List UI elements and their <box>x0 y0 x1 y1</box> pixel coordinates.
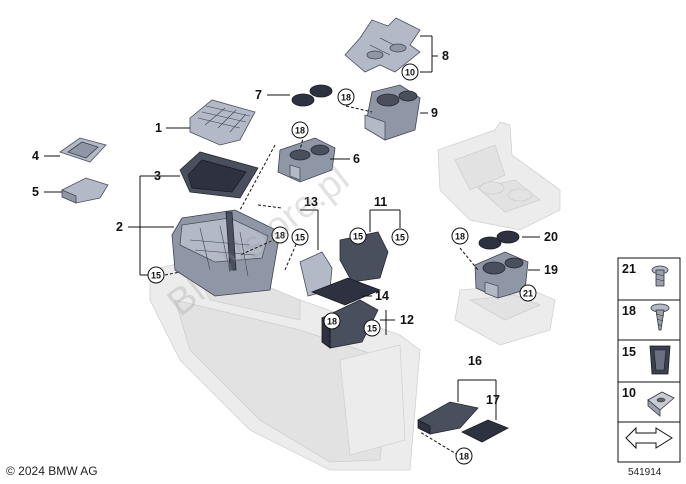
part-5-holder[interactable] <box>61 177 109 204</box>
svg-text:15: 15 <box>353 232 363 242</box>
part-7-cup-mats[interactable] <box>291 84 333 107</box>
center-trim-ghost <box>437 121 561 231</box>
clip-nut-icon <box>647 391 675 417</box>
callout-12: 12 <box>400 313 414 327</box>
part-4-mat[interactable] <box>59 137 107 163</box>
callout-7: 7 <box>255 88 262 102</box>
circle-callout-15-e: 15 <box>363 319 381 337</box>
callout-17: 17 <box>486 393 500 407</box>
part-11-side-panel[interactable] <box>339 231 389 283</box>
svg-text:18: 18 <box>327 317 337 327</box>
callout-labels: 1 2 3 4 5 6 7 8 9 11 12 13 14 16 17 19 2… <box>32 49 558 407</box>
legend-num-15: 15 <box>622 345 636 359</box>
fastener-legend: 21 18 15 10 <box>617 257 681 463</box>
svg-text:18: 18 <box>455 232 465 242</box>
part-2-console-carrier[interactable] <box>171 209 281 297</box>
part-3-storage-tray[interactable] <box>179 151 259 199</box>
circle-callout-21: 21 <box>519 284 537 302</box>
callout-16: 16 <box>468 354 482 368</box>
circle-callout-18-d: 18 <box>323 312 341 330</box>
circle-callout-18-a: 18 <box>337 88 355 106</box>
circle-callout-15-c: 15 <box>349 227 367 245</box>
callout-5: 5 <box>32 185 39 199</box>
legend-num-21: 21 <box>622 262 636 276</box>
svg-text:18: 18 <box>295 126 305 136</box>
callout-20: 20 <box>544 230 558 244</box>
copyright-text: © 2024 BMW AG <box>6 464 98 478</box>
circle-callout-15-b: 15 <box>291 228 309 246</box>
callout-14: 14 <box>375 289 389 303</box>
svg-text:15: 15 <box>395 233 405 243</box>
svg-text:21: 21 <box>523 289 533 299</box>
callout-13: 13 <box>304 195 318 209</box>
legend-num-10: 10 <box>622 386 636 400</box>
document-number: 541914 <box>628 467 662 478</box>
callout-9: 9 <box>431 106 438 120</box>
part-6-cupholder-insert[interactable] <box>277 137 336 183</box>
circle-callout-10: 10 <box>401 63 419 81</box>
part-20-cup-mats[interactable] <box>478 230 520 250</box>
legend-box-18 <box>617 299 681 341</box>
svg-text:10: 10 <box>405 68 415 78</box>
callout-11: 11 <box>374 195 387 209</box>
svg-text:18: 18 <box>459 452 469 462</box>
tapping-screw-icon <box>650 303 670 331</box>
callout-6: 6 <box>353 152 360 166</box>
circle-callout-18-b: 18 <box>291 121 309 139</box>
rivet-nut-icon <box>651 265 669 287</box>
circle-callouts: 10 15 15 15 15 15 18 18 <box>147 63 537 465</box>
callout-3: 3 <box>154 169 161 183</box>
orientation-arrow-icon <box>625 426 673 450</box>
part-13-bracket[interactable] <box>299 251 333 297</box>
part-17-drawer-mat[interactable] <box>461 419 509 443</box>
part-14-mat[interactable] <box>310 277 382 306</box>
part-9-cupholder-frame[interactable] <box>364 84 421 141</box>
console-base-ghost <box>149 261 421 471</box>
svg-text:15: 15 <box>151 271 161 281</box>
svg-text:18: 18 <box>275 231 285 241</box>
callout-8: 8 <box>442 49 449 63</box>
circle-callout-15-a: 15 <box>147 266 165 284</box>
callout-2: 2 <box>116 220 123 234</box>
svg-text:18: 18 <box>341 93 351 103</box>
legend-num-18: 18 <box>622 304 636 318</box>
part-19-cupholder[interactable] <box>474 251 529 299</box>
part-1-grid-tray[interactable] <box>189 99 256 146</box>
circle-callout-15-d: 15 <box>391 228 409 246</box>
spring-clip-icon <box>649 345 671 375</box>
circle-callout-18-e: 18 <box>451 227 469 245</box>
callout-4: 4 <box>32 149 39 163</box>
circle-callout-18-c: 18 <box>271 226 289 244</box>
callout-19: 19 <box>544 263 558 277</box>
part-16-drawer[interactable] <box>417 401 479 435</box>
callout-1: 1 <box>155 121 162 135</box>
svg-text:15: 15 <box>295 233 305 243</box>
circle-callout-18-f: 18 <box>455 447 473 465</box>
svg-text:15: 15 <box>367 324 377 334</box>
part-8-cover[interactable] <box>344 17 421 73</box>
